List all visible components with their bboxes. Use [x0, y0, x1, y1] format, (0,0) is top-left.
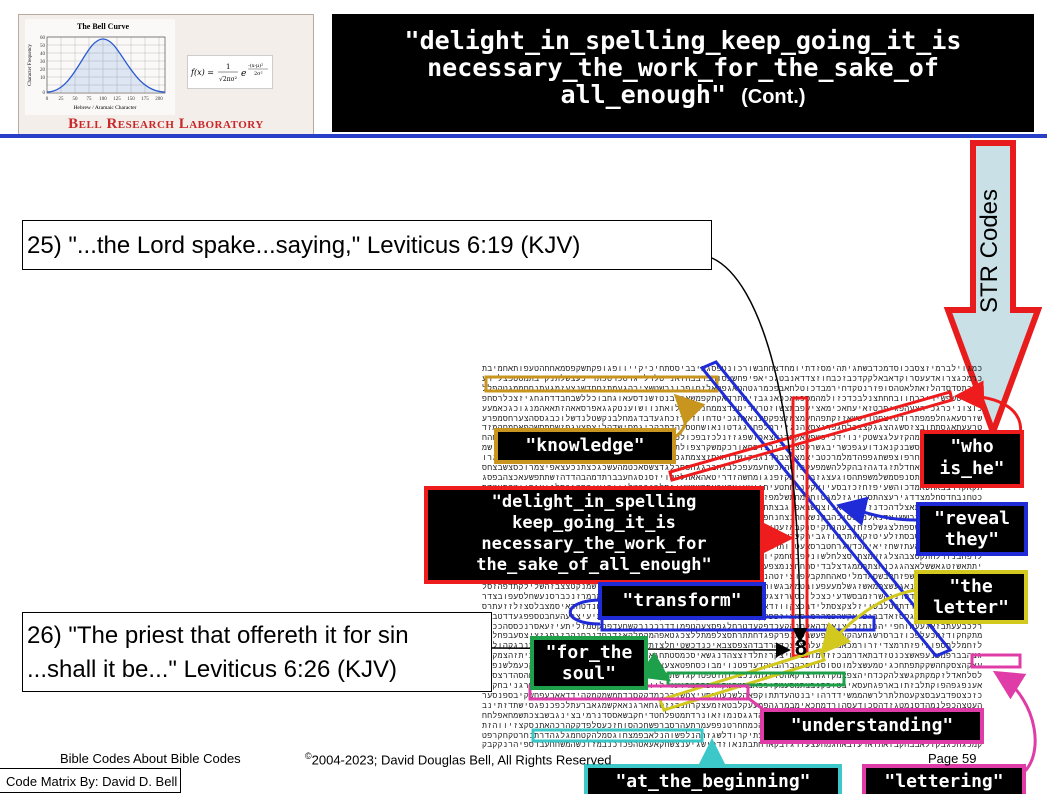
- label-delight-line-3: necessary_the_work_for: [481, 534, 707, 554]
- verse-26: 26) "The priest that offereth it for sin…: [22, 612, 492, 692]
- logo-y-tick: 60: [40, 36, 46, 41]
- svg-text:f(x) =: f(x) =: [190, 68, 214, 77]
- svg-text:2σ²: 2σ²: [254, 71, 263, 77]
- logo-x-tick: 0: [46, 97, 49, 102]
- label-at-the-beginning: "at_the_beginning": [584, 764, 842, 794]
- logo-y-tick: 10: [40, 76, 46, 81]
- footer-page-number: Page 59: [928, 751, 977, 766]
- logo-x-tick: 175: [141, 97, 149, 102]
- label-letter-line-1: "the: [949, 576, 993, 597]
- label-for-the-soul: "for_the soul": [530, 636, 648, 690]
- label-who-is-he: "who is_he": [920, 430, 1024, 488]
- label-transform: "transform": [598, 582, 766, 620]
- svg-text:e: e: [241, 69, 246, 79]
- label-delight-line-2: keep_going_it_is: [512, 513, 676, 533]
- logo-x-tick: 100: [99, 97, 107, 102]
- str-codes-arrow: [943, 140, 1042, 436]
- label-soul-line-1: "for_the: [545, 642, 633, 663]
- logo-y-tick: 40: [40, 52, 46, 57]
- logo-x-axis-label: Hebrew / Aramaic Character: [73, 105, 136, 111]
- label-soul-line-2: soul": [561, 663, 617, 684]
- logo-chart-title: The Bell Curve: [77, 22, 129, 31]
- label-reveal-line-2: they": [944, 529, 1000, 550]
- label-knowledge: "knowledge": [494, 428, 676, 464]
- label-letter-line-2: letter": [933, 597, 1009, 618]
- footer-copyright: ©2004-2023; David Douglas Bell, All Righ…: [305, 751, 612, 767]
- label-reveal-they: "reveal they": [916, 502, 1028, 556]
- title-line-3-wrap: all_enough" (Cont.): [332, 81, 1034, 111]
- footer-copyright-text: 2004-2023; David Douglas Bell, All Right…: [311, 752, 612, 768]
- label-the-letter: "the letter": [914, 570, 1028, 624]
- logo-y-tick: 20: [40, 68, 46, 73]
- intersection-marker: 8: [794, 635, 808, 660]
- logo-x-tick: 125: [113, 97, 121, 102]
- label-delight-line-1: "delight_in_spelling: [491, 492, 697, 512]
- footer-series: Bible Codes About Bible Codes: [60, 751, 241, 766]
- who-is-he-highlight: [668, 390, 954, 482]
- lettering-highlight: [970, 653, 1022, 669]
- copyright-symbol: ©: [305, 751, 312, 761]
- title-line-3: all_enough": [560, 80, 727, 109]
- bell-curve-thumbnail: The Bell Curve 60 50 40 30 20 10: [25, 19, 175, 115]
- the-letter-highlight: [658, 648, 826, 712]
- logo-y-tick: 30: [40, 60, 46, 65]
- label-reveal-line-1: "reveal: [934, 508, 1010, 529]
- logo-y-tick: 50: [40, 44, 46, 49]
- logo-y-axis-label: Character Frequency: [28, 44, 33, 86]
- label-understanding: "understanding": [760, 708, 984, 744]
- verse-26-line-2: ...shall it be..." Leviticus 6:26 (KJV): [27, 656, 398, 683]
- svg-text:1: 1: [226, 63, 230, 71]
- label-delight: "delight_in_spelling keep_going_it_is ne…: [424, 486, 764, 584]
- label-who-line-2: is_he": [939, 458, 1005, 479]
- svg-text:-(x-μ)²: -(x-μ)²: [248, 62, 263, 69]
- title-line-1: "delight_in_spelling_keep_going_it_is: [404, 26, 962, 55]
- knowledge-highlight: [484, 375, 719, 393]
- logo-x-tick: 75: [87, 97, 93, 102]
- logo-x-tick: 50: [73, 97, 79, 102]
- label-lettering: "lettering": [862, 764, 1026, 794]
- header-divider: [0, 134, 1047, 138]
- for-the-soul-highlight: [666, 671, 846, 687]
- title-line-2: necessary_the_work_for_the_sake_of: [427, 53, 939, 82]
- logo-x-tick: 25: [59, 97, 65, 102]
- slide-title: "delight_in_spelling_keep_going_it_is ne…: [332, 14, 1034, 132]
- at-the-beginning-highlight: [531, 728, 704, 743]
- verse-26-line-1: 26) "The priest that offereth it for sin: [27, 622, 409, 649]
- logo-y-tick: 0: [43, 91, 46, 96]
- normal-distribution-formula: f(x) = 1 √2πσ² e -(x-μ)² 2σ²: [187, 55, 273, 89]
- bell-research-logo: The Bell Curve 60 50 40 30 20 10: [18, 14, 314, 136]
- label-who-line-1: "who: [950, 436, 994, 457]
- logo-x-tick: 150: [127, 97, 135, 102]
- lab-name: Bell Research Laboratory: [68, 116, 264, 132]
- logo-x-tick: 200: [155, 97, 163, 102]
- label-delight-line-4: the_sake_of_all_enough": [476, 555, 712, 575]
- verse-25: 25) "...the Lord spake...saying," Leviti…: [22, 220, 712, 270]
- svg-text:√2πσ²: √2πσ²: [219, 76, 238, 83]
- reveal-they-highlight: [699, 360, 953, 658]
- title-cont: (Cont.): [741, 86, 806, 108]
- matrix-credit: Code Matrix By: David D. Bell: [0, 768, 181, 793]
